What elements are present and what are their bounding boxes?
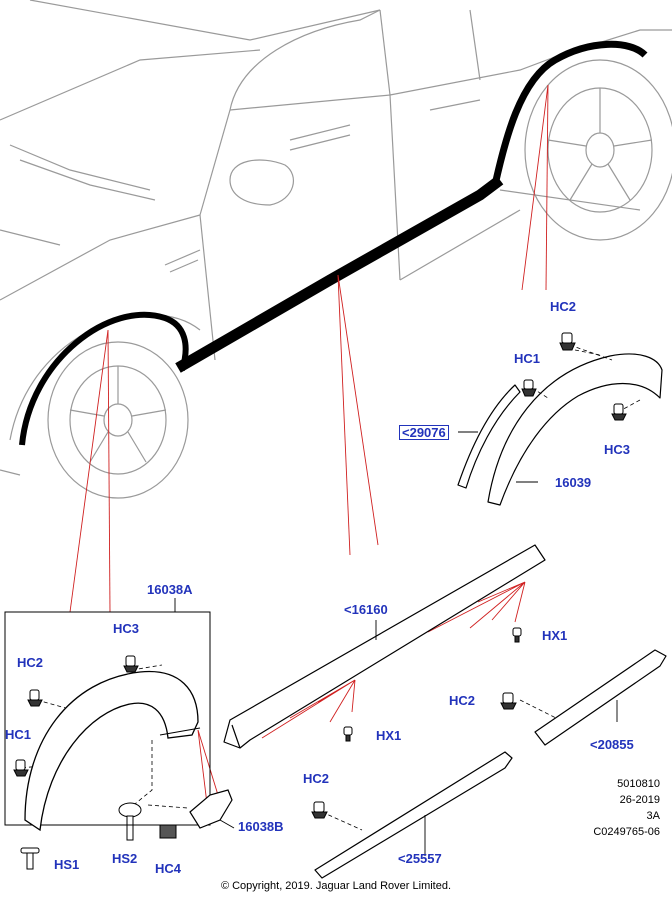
label-hc2-mid: HC2 <box>449 693 476 708</box>
label-16038a: 16038A <box>147 582 193 597</box>
part-29076 <box>457 384 521 489</box>
label-hc2-left: HC2 <box>17 655 44 670</box>
sill-trim <box>175 175 504 373</box>
part-16038b <box>189 789 233 829</box>
clip-icons <box>13 332 627 870</box>
drawing-code: C0249765-06 <box>593 826 660 838</box>
part-16039 <box>487 353 663 506</box>
label-ref-16160: <16160 <box>344 602 388 617</box>
drawing-revision: 3A <box>646 810 660 822</box>
clip-icon <box>13 759 29 777</box>
label-hx1-bottom: HX1 <box>376 728 402 743</box>
clip-icon <box>611 403 627 421</box>
label-ref-25557: <25557 <box>398 851 442 866</box>
inset-box <box>4 611 211 826</box>
label-hc2-bottom: HC2 <box>303 771 330 786</box>
vehicle-outline <box>0 0 672 499</box>
dashed-connectors <box>21 344 641 831</box>
label-hc3-top: HC3 <box>604 442 631 457</box>
leader-lines <box>69 84 549 813</box>
front-arch-trim <box>19 311 189 446</box>
mushroom-clip-icon <box>118 802 142 841</box>
push-clip-icon <box>343 726 353 742</box>
screw-icon <box>20 847 40 870</box>
copyright-notice: © Copyright, 2019. Jaguar Land Rover Lim… <box>220 880 452 892</box>
label-hc4: HC4 <box>155 861 182 876</box>
drawing-date: 26-2019 <box>619 794 660 806</box>
label-hc3-left: HC3 <box>113 621 140 636</box>
label-hs2: HS2 <box>112 851 138 866</box>
label-16038b: 16038B <box>238 819 284 834</box>
clip-icon <box>521 379 537 397</box>
rear-arch-parts <box>457 353 663 506</box>
label-16039: 16039 <box>555 475 592 490</box>
part-20855 <box>534 649 667 746</box>
vehicle-trims <box>19 40 648 446</box>
sill-moulding-parts <box>223 544 667 879</box>
rear-arch-trim <box>491 40 648 186</box>
part-16160 <box>223 544 546 749</box>
label-ref-29076: <29076 <box>399 425 449 440</box>
drawing-reference-block: 5010810 26-2019 3A C0249765-06 <box>540 776 660 840</box>
push-clip-icon <box>512 627 522 643</box>
part-16038a-arch <box>24 670 199 832</box>
front-arch-inset <box>4 611 233 832</box>
clip-icon <box>500 692 517 710</box>
part-25557 <box>314 751 513 879</box>
label-hx1-top: HX1 <box>542 628 568 643</box>
label-hc1-top: HC1 <box>514 351 541 366</box>
clip-icon <box>311 801 328 819</box>
label-ref-20855: <20855 <box>590 737 634 752</box>
clip-icon <box>123 655 139 673</box>
clip-icon <box>27 689 43 707</box>
label-leaders <box>174 431 618 856</box>
label-hs1: HS1 <box>54 857 80 872</box>
hc4-clip-icon <box>159 824 177 839</box>
label-hc2-top: HC2 <box>550 299 577 314</box>
label-hc1-left: HC1 <box>5 727 32 742</box>
drawing-number: 5010810 <box>617 778 660 790</box>
clip-icon <box>559 332 576 351</box>
